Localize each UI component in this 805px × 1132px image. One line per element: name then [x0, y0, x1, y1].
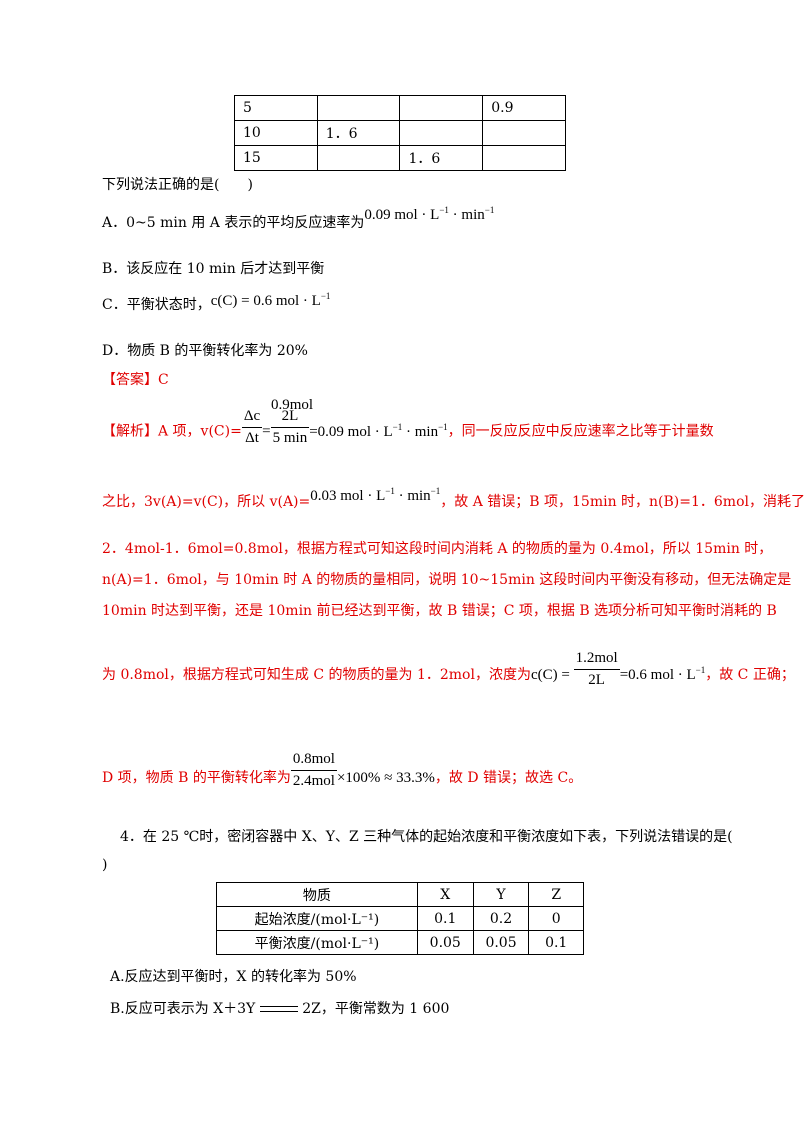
explanation-line-3: 2．4mol-1．6mol=0.8mol，根据方程式可知这段时间内消耗 A 的物… [102, 541, 773, 557]
table-cell: 10 [234, 120, 318, 146]
equilibrium-arrow-icon [259, 1004, 298, 1014]
explanation-top-value: 0.9mol [271, 397, 314, 413]
q4-option-b: B.反应可表示为 X＋3Y 2Z，平衡常数为 1 600 [110, 1001, 450, 1017]
table-header-cell: 物质 [216, 882, 418, 907]
table-cell: 平衡浓度/(mol·L⁻¹) [216, 930, 418, 955]
table-header-cell: Z [528, 882, 584, 907]
table-cell [399, 95, 484, 121]
va-formula: 0.03 mol · L−1 · min−1 [310, 486, 441, 504]
explanation-line-2: 之比，3v(A)=v(C)，所以 v(A)=0.03 mol · L−1 · m… [102, 486, 805, 510]
table-cell: 0.2 [472, 906, 530, 931]
answer-value: C [158, 372, 169, 388]
table-cell [482, 120, 566, 146]
table-cell: 起始浓度/(mol·L⁻¹) [216, 906, 418, 931]
table-cell: 0.05 [472, 930, 530, 955]
explanation-line-6: 为 0.8mol，根据方程式可知生成 C 的物质的量为 1．2mol，浓度为c(… [102, 650, 795, 688]
question-stem: 下列说法正确的是( ) [102, 177, 253, 193]
table-cell: 1．6 [399, 145, 484, 171]
option-c-text: C．平衡状态时， [102, 297, 211, 313]
table-cell: 0.05 [416, 930, 474, 955]
table-header-cell: X [416, 882, 474, 907]
table-cell: 15 [234, 145, 318, 171]
table-row: 15 1．6 [234, 145, 566, 171]
table-header-cell: Y [472, 882, 530, 907]
answer: 【答案】C [102, 369, 169, 389]
table-cell: 1．6 [316, 120, 401, 146]
table-cell: 5 [234, 95, 318, 121]
table-cell: 0.1 [416, 906, 474, 931]
table-cell: 0 [528, 906, 584, 931]
option-a-formula: 0.09 mol · L−1 · min−1 [364, 205, 495, 223]
option-b: B．该反应在 10 min 后才达到平衡 [102, 261, 325, 277]
option-a: A．0~5 min 用 A 表示的平均反应速率为0.09 mol · L−1 ·… [102, 205, 494, 232]
explanation-label: 【解析】 [102, 423, 158, 440]
option-c-formula: c(C) = 0.6 mol · L−1 [210, 291, 331, 309]
option-d: D．物质 B 的平衡转化率为 20% [102, 343, 308, 359]
explanation-line-5: 10min 时达到平衡，还是 10min 前已经达到平衡，故 B 错误；C 项，… [102, 603, 777, 619]
answer-label: 【答案】 [102, 372, 158, 388]
explanation-line-4: n(A)=1．6mol，与 10min 时 A 的物质的量相同，说明 10~15… [102, 572, 792, 588]
table-cell [482, 145, 566, 171]
table-cell: 0.1 [528, 930, 584, 955]
option-a-text: A．0~5 min 用 A 表示的平均反应速率为 [102, 215, 365, 231]
option-c: C．平衡状态时，c(C) = 0.6 mol · L−1 [102, 291, 331, 314]
question-4-stem: 4．在 25 ℃时，密闭容器中 X、Y、Z 三种气体的起始浓度和平衡浓度如下表，… [120, 829, 733, 845]
rate-value: =0.09 mol · L−1 · min−1 [309, 421, 448, 440]
table-cell: 0.9 [482, 95, 566, 121]
q4-option-a: A.反应达到平衡时，X 的转化率为 50% [110, 969, 357, 985]
table-cell [399, 120, 484, 146]
question-4-stem-end: ) [102, 857, 108, 873]
table-cell [316, 145, 401, 171]
table-cell [316, 95, 401, 121]
